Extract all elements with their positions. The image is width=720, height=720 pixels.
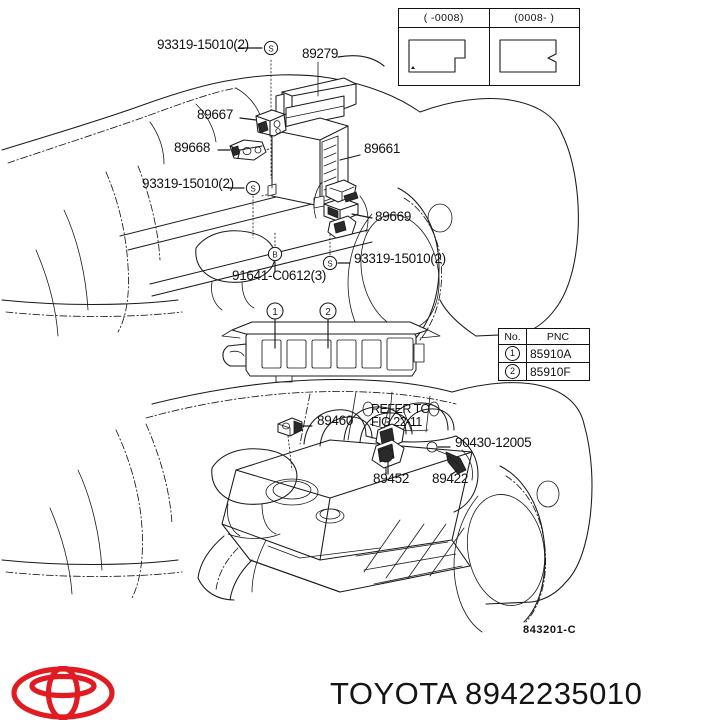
pnc-row-2: 2 85910F <box>498 362 590 381</box>
variant-inset-headers: ( -0008) (0008- ) <box>399 9 579 28</box>
fastener-markers: S S S B <box>245 40 338 271</box>
label-89422: 89422 <box>432 471 469 486</box>
part-89669-sensor <box>313 179 369 239</box>
label-89667: 89667 <box>197 107 234 122</box>
variant-shape-left <box>399 28 490 86</box>
svg-text:1: 1 <box>272 307 278 318</box>
pnc-row-2-no: 2 <box>498 362 527 381</box>
pnc-header-row: No. PNC <box>498 328 590 345</box>
label-89279: 89279 <box>302 46 339 61</box>
svg-text:S: S <box>327 260 332 269</box>
svg-text:B: B <box>272 251 277 260</box>
svg-text:S: S <box>268 45 273 54</box>
pnc-row-1-no: 1 <box>498 344 527 363</box>
label-93319-15010-top: 93319-15010(2) <box>157 37 249 52</box>
svg-text:S: S <box>250 185 255 194</box>
lower-leader-lines <box>301 401 459 475</box>
svg-text:2: 2 <box>325 307 331 318</box>
part-89422-sensor <box>426 441 467 475</box>
lower-body-outline <box>1 378 593 633</box>
label-93319-15010-mid: 93319-15010(2) <box>142 176 234 191</box>
refer-note-line2: FIG 22-11 <box>371 415 422 429</box>
callout-circle-2: 2 <box>505 364 520 379</box>
pnc-row-2-value: 85910F <box>526 362 590 381</box>
callout-circle-1: 1 <box>505 346 520 361</box>
pnc-header-no: No. <box>498 328 527 345</box>
variant-inset-box: ( -0008) (0008- ) <box>398 8 580 86</box>
label-91641-C0612: 91641-C0612(3) <box>232 268 327 283</box>
label-90430-12005: 90430-12005 <box>455 435 532 450</box>
label-89661: 89661 <box>364 141 401 156</box>
variant-shape-right <box>490 28 580 86</box>
footer-part-number: TOYOTA 8942235010 <box>330 676 643 711</box>
part-89668-bracket <box>229 139 267 161</box>
part-89460-sensor <box>277 417 303 471</box>
label-89452: 89452 <box>373 471 410 486</box>
label-89669: 89669 <box>375 209 412 224</box>
label-89460: 89460 <box>317 413 354 428</box>
variant-inset-shapes <box>399 28 579 86</box>
variant-header-left: ( -0008) <box>399 9 490 27</box>
pnc-row-1-value: 85910A <box>526 344 590 363</box>
part-89452-valve <box>371 423 405 475</box>
label-93319-15010-right: 93319-15010(2) <box>354 251 446 266</box>
variant-header-right: (0008- ) <box>514 12 555 24</box>
pnc-row-1: 1 85910A <box>498 344 590 363</box>
pnc-table: No. PNC 1 85910A 2 85910F <box>498 328 590 381</box>
toyota-logo <box>11 666 115 720</box>
footer-bar: TOYOTA 8942235010 <box>0 666 720 720</box>
refer-note-line1: REFER TO <box>371 402 430 416</box>
pnc-header-pnc: PNC <box>526 328 590 345</box>
relay-fuse-block: 1 2 <box>221 302 441 383</box>
upper-leader-lines <box>217 47 385 273</box>
part-89667-bracket <box>255 109 287 137</box>
label-89668: 89668 <box>174 140 211 155</box>
drawing-code: 843201-C <box>523 624 577 636</box>
